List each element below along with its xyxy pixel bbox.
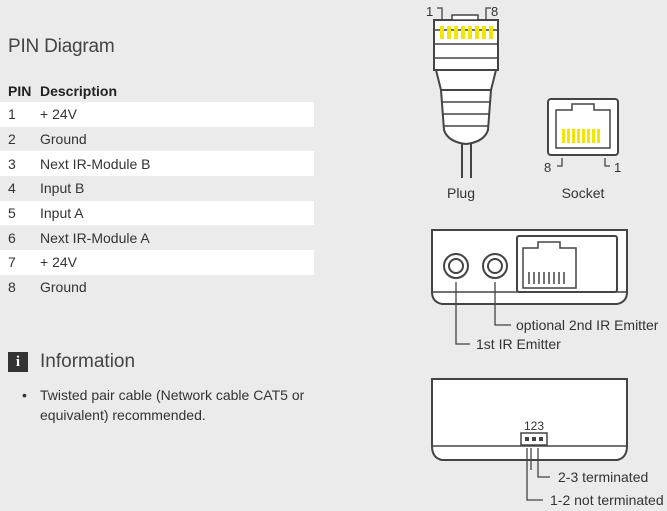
header-pin: PIN <box>8 83 32 99</box>
pin-description: Ground <box>40 279 87 296</box>
pin-number: 2 <box>8 131 16 148</box>
pin-description: Next IR-Module A <box>40 229 150 246</box>
socket-pin-left: 8 <box>544 160 551 175</box>
jumper-option-2-3: 2-3 terminated <box>558 469 648 485</box>
pin-table: PIN Description 1 + 24V 2 Ground 3 Next … <box>0 78 314 300</box>
list-item: Twisted pair cable (Network cable CAT5 o… <box>22 385 322 425</box>
pin-description: Input A <box>40 200 314 226</box>
plug-pin-last: 8 <box>491 4 498 19</box>
info-icon: i <box>8 352 28 372</box>
ir-module-front-icon <box>431 229 628 345</box>
rj45-socket-icon <box>547 98 619 167</box>
jumper-option-1-2: 1-2 not terminated <box>550 492 664 508</box>
ir-module-back-icon <box>431 378 628 501</box>
pin-number: 4 <box>8 180 16 197</box>
table-row: 3 Next IR-Module B <box>0 151 314 177</box>
table-row: 6 Next IR-Module A <box>0 225 314 250</box>
pin-description: Ground <box>40 131 87 148</box>
table-header-row: PIN Description <box>0 78 314 102</box>
pin-description: Next IR-Module B <box>40 151 314 177</box>
page-title: PIN Diagram <box>8 36 115 57</box>
header-description: Description <box>40 83 118 99</box>
pin-number: 8 <box>8 279 16 296</box>
table-row: 4 Input B <box>0 176 314 201</box>
socket-label: Socket <box>562 185 605 201</box>
pin-description: Input B <box>40 180 85 197</box>
information-list: Twisted pair cable (Network cable CAT5 o… <box>22 385 322 425</box>
plug-label: Plug <box>447 185 475 201</box>
emitter-2-label: optional 2nd IR Emitter <box>516 317 659 333</box>
pin-number: 1 <box>0 102 40 127</box>
pin-number: 5 <box>0 200 40 226</box>
pin-description: + 24V <box>40 250 314 275</box>
pin-number: 7 <box>0 250 40 275</box>
jumper-pin-numbers: 123 <box>524 419 544 433</box>
information-heading: i Information <box>8 351 135 373</box>
table-row: 2 Ground <box>0 127 314 152</box>
table-row: 5 Input A <box>0 200 314 226</box>
table-row: 1 + 24V <box>0 102 314 127</box>
emitter-1-label: 1st IR Emitter <box>476 336 561 352</box>
plug-pin-first: 1 <box>426 4 433 19</box>
socket-pin-right: 1 <box>614 160 621 175</box>
table-row: 7 + 24V <box>0 250 314 275</box>
pin-description: + 24V <box>40 102 314 127</box>
pin-number: 3 <box>0 151 40 177</box>
information-title: Information <box>40 351 136 372</box>
table-row: 8 Ground <box>0 275 314 300</box>
pin-number: 6 <box>8 229 16 246</box>
rj45-plug-icon <box>433 7 499 178</box>
